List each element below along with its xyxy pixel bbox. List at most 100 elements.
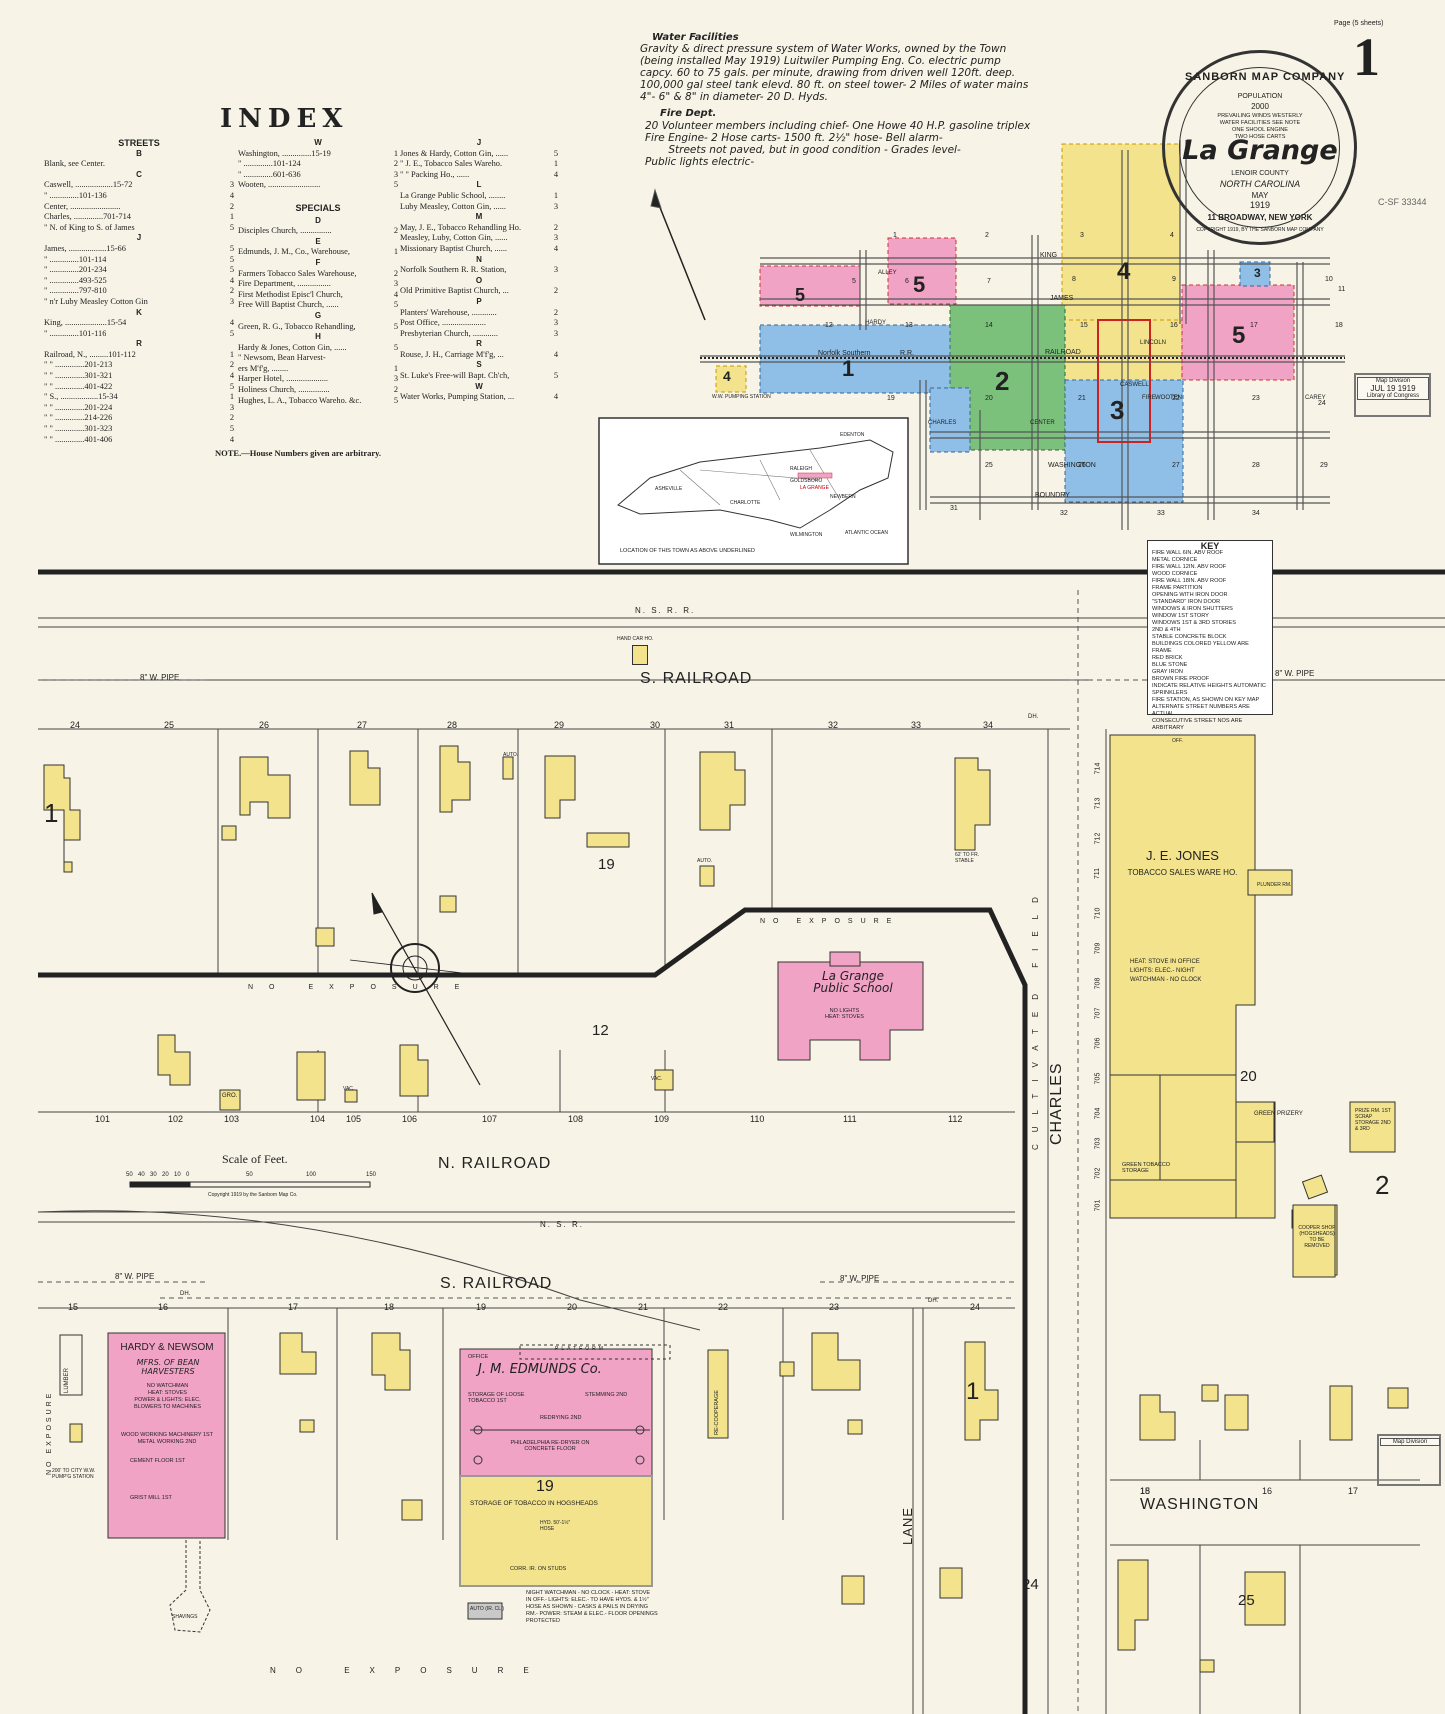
keymap-block-number: 3 bbox=[1080, 232, 1084, 239]
keymap-block-number: 28 bbox=[1252, 462, 1260, 469]
lot-number: 107 bbox=[482, 1114, 498, 1124]
index-entry: Luby Measley, Cotton Gin, ......3 bbox=[400, 201, 558, 211]
lot-number-charles: 713 bbox=[1094, 797, 1102, 810]
keymap-block-number: 13 bbox=[905, 322, 913, 329]
edmunds-name: J. M. EDMUNDS Co. bbox=[478, 1362, 602, 1377]
keymap-block-number: 6 bbox=[905, 278, 909, 285]
keymap-street-lincoln: LINCOLN bbox=[1140, 340, 1167, 346]
keymap-block-number: 19 bbox=[887, 395, 895, 402]
lot-number: 19 bbox=[476, 1302, 487, 1312]
inset-caption: LOCATION OF THIS TOWN AS ABOVE UNDERLINE… bbox=[620, 548, 755, 554]
index-entry: Presbyterian Church, ............3 bbox=[400, 328, 558, 338]
jones-warehouse-sub: TOBACCO SALES WARE HO. bbox=[1127, 868, 1238, 877]
keymap-block-number: 20 bbox=[985, 395, 993, 402]
block-25: 25 bbox=[1238, 1592, 1255, 1609]
seal-year: 1919 bbox=[1249, 200, 1271, 210]
lot-number: 23 bbox=[829, 1302, 840, 1312]
keymap-street-boundry: BOUNDRY bbox=[1035, 492, 1070, 499]
key-line: FIRE WALL 6IN. ABV ROOF bbox=[1152, 550, 1224, 556]
index-entry: Hardy & Jones, Cotton Gin, ......5 bbox=[238, 342, 398, 352]
keymap-sheet-5b: 5 bbox=[913, 272, 926, 297]
lot-number-charles: 704 bbox=[1094, 1107, 1102, 1120]
pipe-label-1: 8" W. PIPE bbox=[140, 673, 180, 682]
lot-number: 112 bbox=[948, 1114, 963, 1124]
key-line: METAL CORNICE bbox=[1152, 557, 1198, 563]
jones-green-prizery: GREEN PRIZERY bbox=[1254, 1111, 1303, 1117]
school-name: La Grange Public School bbox=[813, 969, 893, 995]
scale-tick: 10 bbox=[174, 1172, 181, 1178]
seal-company: SANBORN MAP COMPANY bbox=[1185, 71, 1346, 83]
index-entry: " " Packing Ho., ......4 bbox=[400, 169, 558, 179]
key-map bbox=[598, 140, 1345, 565]
pipe-label-2: 8" W. PIPE bbox=[1275, 669, 1315, 678]
index-specials-header: SPECIALS bbox=[295, 202, 341, 213]
index-note: NOTE.—House Numbers given are arbitrary. bbox=[215, 448, 382, 458]
keymap-block-number: 31 bbox=[950, 505, 958, 512]
fire-dept-header: Fire Dept. bbox=[660, 108, 717, 119]
keymap-sheet-5a: 5 bbox=[795, 285, 806, 305]
key-line: WOOD CORNICE bbox=[1152, 571, 1198, 577]
sanborn-seal: SANBORN MAP COMPANY POPULATION 2000 PREV… bbox=[1162, 50, 1357, 245]
keymap-block-number: 8 bbox=[1072, 276, 1076, 283]
inset-goldsboro: GOLDSBORO bbox=[790, 478, 823, 484]
key-line: FIRE WALL 12IN. ABV ROOF bbox=[1152, 564, 1227, 570]
hardy-sub: MFRS. OF BEAN HARVESTERS bbox=[136, 1358, 200, 1376]
lot-number: 109 bbox=[654, 1114, 670, 1124]
edmunds-storage-hogsheads: STORAGE OF TOBACCO IN HOGSHEADS bbox=[470, 1500, 598, 1507]
key-line: RED BRICK bbox=[1152, 655, 1183, 661]
scale-tick: 50 bbox=[126, 1172, 133, 1178]
key-line: STABLE CONCRETE BLOCK bbox=[1152, 634, 1227, 640]
index-entry: Fire Department, ................3 bbox=[238, 279, 398, 289]
loc-stamp-2: Map Division bbox=[1380, 1438, 1440, 1446]
rr-label-top: N. S. R. R. bbox=[635, 606, 696, 615]
key-line: BUILDINGS COLORED YELLOW ARE FRAME bbox=[1152, 641, 1249, 654]
keymap-block-number: 26 bbox=[1078, 462, 1086, 469]
street-s-railroad-top: S. RAILROAD bbox=[640, 670, 753, 687]
vac-label-1: VAC. bbox=[343, 1086, 355, 1092]
keymap-sheet-4: 4 bbox=[1117, 258, 1131, 285]
edmunds-redrying: REDRYING 2ND bbox=[540, 1415, 582, 1421]
index-entry: Center, ........................2 bbox=[44, 201, 234, 211]
index-letter: F bbox=[315, 257, 321, 267]
lot-number: 16 bbox=[1262, 1486, 1273, 1496]
keymap-norfolk-southern: Norfolk Southern bbox=[818, 350, 871, 357]
index-letter: N bbox=[476, 254, 482, 264]
gro-label: GRO. bbox=[222, 1093, 238, 1099]
key-line: OPENING WITH IRON DOOR bbox=[1152, 592, 1228, 598]
scale-title: Scale of Feet. bbox=[222, 1152, 288, 1166]
lot-number-charles: 707 bbox=[1094, 1007, 1102, 1020]
keymap-street-railroad: RAILROAD bbox=[1045, 349, 1081, 356]
lot-number: 111 bbox=[843, 1114, 857, 1124]
seal-month: MAY bbox=[1251, 191, 1269, 200]
index-letter: E bbox=[315, 236, 321, 246]
keymap-street-wooten: WOOTEN bbox=[1155, 395, 1182, 401]
vac-label-2: VAC. bbox=[651, 1076, 663, 1082]
key-line: CONSECUTIVE STREET NOS ARE ARBITRARY bbox=[1152, 718, 1243, 731]
hardy-woodworking: WOOD WORKING MACHINERY 1ST METAL WORKING… bbox=[120, 1432, 214, 1445]
lot-number-charles: 714 bbox=[1094, 762, 1102, 775]
fire-dept-text: 20 Volunteer members including chief- On… bbox=[645, 120, 1031, 168]
keymap-block-number: 34 bbox=[1252, 510, 1260, 517]
edmunds-auto: AUTO (IR. CL.) bbox=[470, 1606, 505, 1612]
index-entry: Water Works, Pumping Station, ...4 bbox=[400, 392, 558, 402]
stable-note: 62' TO FR. STABLE bbox=[955, 852, 980, 864]
keymap-block-number: 32 bbox=[1060, 510, 1068, 517]
lot-number-charles: 706 bbox=[1094, 1037, 1102, 1050]
key-line: 2ND & 4TH bbox=[1152, 627, 1181, 633]
keymap-sheet-1: 1 bbox=[842, 356, 855, 381]
index-entry: St. Luke's Free-will Bapt. Ch'ch,5 bbox=[400, 371, 558, 381]
jones-plunder: PLUNDER RM. bbox=[1257, 882, 1292, 888]
lot-number: 24 bbox=[70, 720, 81, 730]
lot-number-charles: 705 bbox=[1094, 1072, 1102, 1085]
